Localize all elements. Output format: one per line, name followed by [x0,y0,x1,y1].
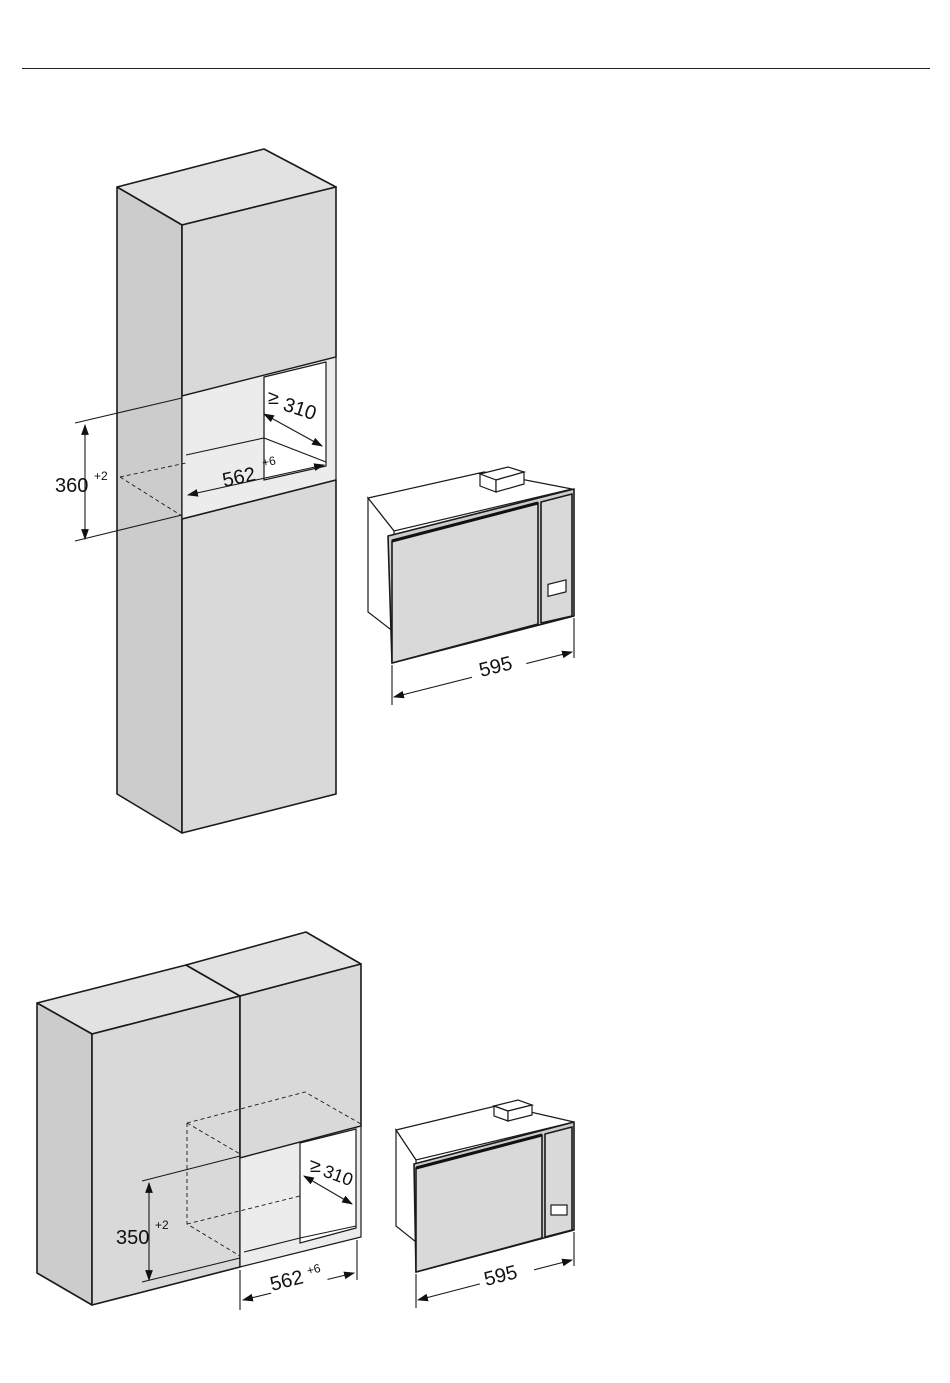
wide-cabinet [37,932,361,1305]
dim-depth-prefix: ≥ [268,387,279,409]
appliance-control-panel [541,494,572,623]
cabinet-side-face [117,187,182,833]
cabinet-right-front [240,964,361,1158]
appliance-top [368,467,574,663]
cabinet-left-side [37,1003,92,1305]
dim-width-value-bottom: 562 [268,1266,306,1295]
dim-height-tolerance-bottom: +2 [155,1218,169,1232]
appliance-bottom [396,1100,574,1272]
cabinet-left-front [92,996,240,1305]
appliance-door [392,503,538,663]
dim-depth-prefix-bottom: ≥ [310,1155,321,1177]
dim-appliance-width-value-bottom: 595 [482,1261,520,1290]
dim-height-value-bottom: 350 [116,1227,149,1249]
appliance-bottom-control-panel [545,1127,572,1237]
dim-appliance-width-value: 595 [477,652,515,681]
dim-height-value: 360 [55,475,88,497]
appliance-bottom-display-icon [551,1205,567,1215]
cabinet-lower-door [182,480,336,833]
dim-height-tolerance: +2 [94,469,108,483]
